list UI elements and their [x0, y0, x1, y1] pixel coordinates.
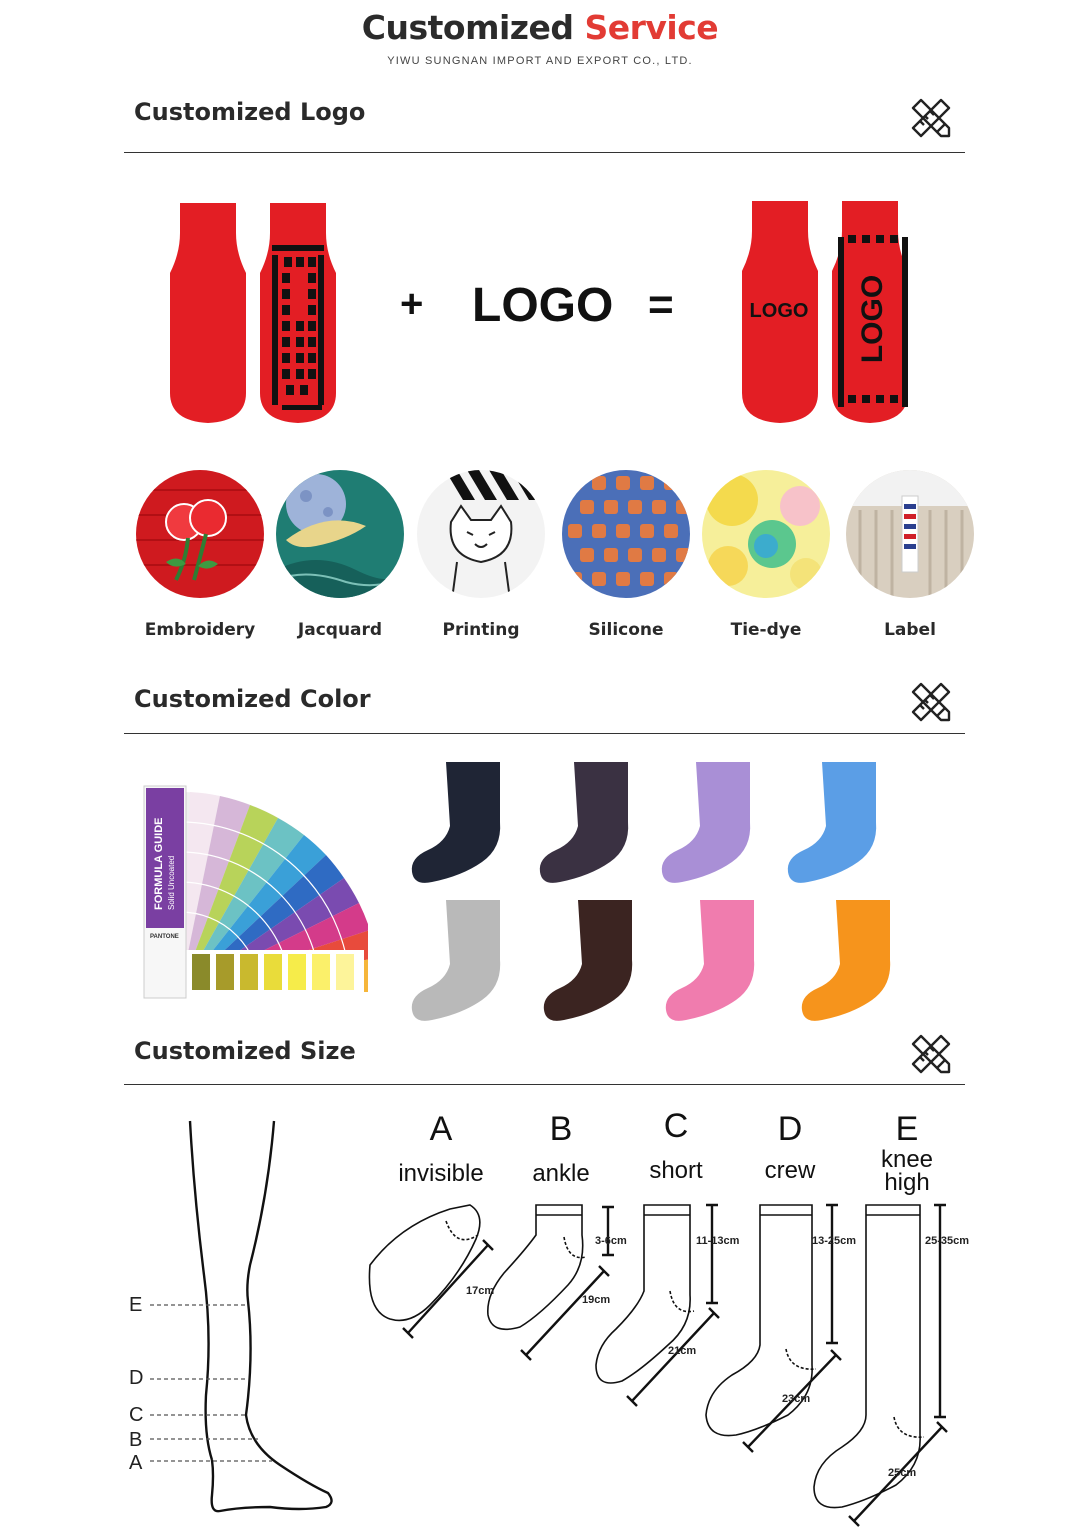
pencil-ruler-icon [911, 682, 951, 722]
pantone-brand: PANTONE [150, 934, 179, 940]
technique-label: Embroidery [144, 620, 256, 640]
leg-level-b: B [129, 1429, 143, 1451]
title-part-2: Service [584, 8, 719, 47]
length-e: 25cm [888, 1467, 917, 1479]
sock-outline-d [705, 1204, 813, 1437]
section-rule-color [124, 733, 965, 734]
size-letter-a: A [429, 1110, 453, 1148]
title-part-1: Customized [361, 8, 574, 47]
size-letter-d: D [777, 1110, 803, 1148]
technique-label: Tie-dye [730, 620, 802, 640]
pencil-ruler-icon [911, 1034, 951, 1074]
technique-silicone: Silicone [561, 470, 691, 640]
color-sock-grid [411, 762, 891, 1021]
technique-printing: Printing [416, 470, 546, 640]
technique-tie-dye: Tie-dye [701, 470, 831, 640]
size-sock-diagrams [368, 1203, 948, 1527]
technique-jacquard: Jacquard [275, 470, 405, 640]
guide-title: FORMULA GUIDE [153, 818, 165, 910]
label-sample-icon [846, 470, 974, 598]
blank-sock-pair [170, 203, 336, 423]
printing-sample-icon [417, 470, 545, 598]
size-name-d: crew [764, 1157, 816, 1184]
height-b: 3-6cm [595, 1235, 627, 1247]
technique-label: Silicone [588, 620, 664, 640]
section-rule-size [124, 1084, 965, 1085]
pantone-color-fan: FORMULA GUIDE Solid Uncoated PANTONE [143, 785, 368, 999]
section-rule-logo [124, 152, 965, 153]
tie-dye-sample-icon [702, 470, 830, 598]
plus-sign: + [400, 282, 424, 326]
sock-outline-c [595, 1204, 691, 1384]
size-name-a: invisible [398, 1160, 484, 1187]
size-letter-b: B [549, 1110, 573, 1148]
leg-level-a: A [129, 1452, 143, 1474]
pencil-ruler-icon [911, 98, 951, 138]
length-c: 21cm [668, 1345, 697, 1357]
sole-logo-print: LOGO [856, 275, 889, 363]
guide-subtitle: Solid Uncoated [167, 856, 176, 910]
sock-orange [801, 900, 891, 1021]
sock-pink [665, 900, 755, 1021]
sock-brown [543, 900, 633, 1021]
section-title-logo: Customized Logo [134, 98, 366, 126]
sock-sky-blue [787, 762, 877, 883]
section-title-color: Customized Color [134, 685, 371, 713]
sock-outline-e [813, 1204, 921, 1509]
leg-level-e: E [129, 1294, 143, 1316]
leg-level-d: D [129, 1367, 144, 1389]
technique-label: Label [884, 620, 936, 640]
sock-navy [411, 762, 501, 883]
company-name: YIWU SUNGNAN IMPORT AND EXPORT CO., LTD. [387, 55, 693, 67]
equals-sign: = [648, 280, 674, 329]
size-letter-c: C [663, 1107, 689, 1145]
jacquard-sample-icon [275, 470, 405, 598]
sock-charcoal-purple [539, 762, 629, 883]
page-title: Customized Service [0, 8, 1080, 47]
size-name-e: knee high [880, 1146, 934, 1196]
technique-label: Jacquard [297, 620, 383, 640]
technique-label-tag: Label [845, 470, 975, 640]
sock-outline-a [368, 1204, 481, 1322]
size-letter-e: E [895, 1110, 919, 1148]
height-e: 25-35cm [925, 1235, 970, 1247]
technique-label: Printing [442, 620, 520, 640]
length-a: 17cm [466, 1285, 495, 1297]
size-name-b: ankle [532, 1160, 590, 1187]
silicone-sample-icon [562, 470, 690, 598]
logo-sock-pair: LOGO LOGO [742, 201, 908, 423]
length-d: 23cm [782, 1393, 811, 1405]
leg-outline [150, 1120, 333, 1513]
height-c: 11-13cm [696, 1235, 740, 1247]
embroidery-sample-icon [136, 470, 264, 598]
technique-embroidery: Embroidery [135, 470, 265, 640]
sock-outline-b [487, 1204, 584, 1331]
height-d: 13-25cm [812, 1235, 857, 1247]
leg-level-c: C [129, 1404, 144, 1426]
sock-lavender [661, 762, 751, 883]
logo-placeholder-text: LOGO [472, 279, 614, 332]
sock-grey [411, 900, 501, 1021]
section-title-size: Customized Size [134, 1037, 356, 1065]
size-name-c: short [649, 1157, 703, 1184]
sock-logo-print: LOGO [750, 300, 809, 322]
length-b: 19cm [582, 1294, 611, 1306]
